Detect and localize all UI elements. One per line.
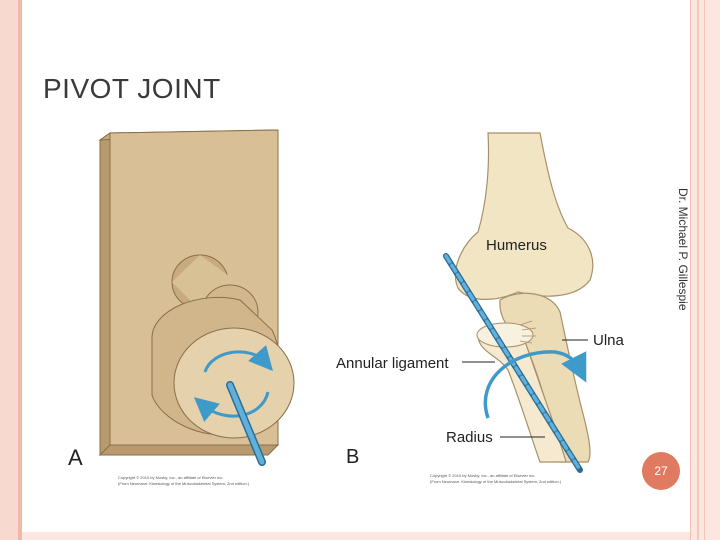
figure-b-copyright-line2: (From Neumann: Kinesiology of the Muscul… [430, 479, 562, 484]
figure-b-copyright-line1: Copyright © 2010 by Mosby, Inc., an affi… [430, 473, 536, 478]
humerus-bone [454, 132, 594, 300]
block-side-face [99, 132, 111, 457]
cylinder-face [173, 327, 295, 439]
figure-a-letter: A [68, 445, 83, 470]
figure-a-pivot-model: A Copyright © 2010 by Mosby, Inc., an af… [68, 129, 295, 486]
figure-b-elbow-anatomy: Humerus Ulna Annular ligament Radius B C… [336, 132, 625, 484]
annular-ligament-band [476, 322, 534, 348]
left-border-decoration [0, 0, 22, 540]
axis-rod [227, 382, 265, 465]
radius-label: Radius [446, 429, 493, 446]
figure-a-copyright-line1: Copyright © 2010 by Mosby, Inc., an affi… [118, 475, 224, 480]
block-bottom-face [98, 444, 280, 456]
rotation-arc-arrow-icon [483, 350, 587, 419]
right-border-decoration [690, 0, 720, 540]
annular-ligament-label: Annular ligament [336, 355, 449, 372]
humerus-label: Humerus [486, 237, 547, 254]
bottom-border-decoration [22, 532, 690, 540]
ulna-label: Ulna [593, 332, 625, 349]
slide-title: PIVOT JOINT [43, 73, 221, 104]
page-number-badge: 27 [642, 452, 680, 490]
rotation-arrow-top-icon [203, 345, 273, 373]
ligament-fibers [519, 320, 537, 344]
author-credit: Dr. Michael P. Gillespie [676, 188, 690, 311]
figure-a-copyright-line2: (From Neumann: Kinesiology of the Muscul… [118, 481, 250, 486]
figure-b-letter: B [346, 446, 359, 468]
